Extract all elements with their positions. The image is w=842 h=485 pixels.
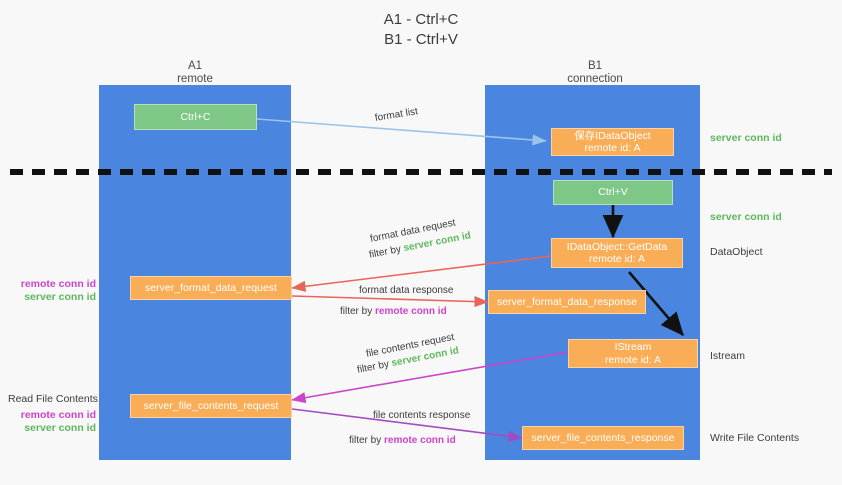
edge-label-format-data-response: format data response [359, 285, 454, 296]
annotation-conn-ids-format: remote conn id server conn id [0, 278, 96, 304]
filter-value-remote-conn-id: remote conn id [375, 306, 447, 317]
filter-prefix: filter by [368, 243, 405, 261]
box-server-file-contents-request[interactable]: server_file_contents_request [130, 394, 292, 418]
box-ctrl-v[interactable]: Ctrl+V [553, 180, 673, 205]
box-server-format-data-response[interactable]: server_format_data_response [488, 290, 646, 314]
box-server-file-contents-response[interactable]: server_file_contents_response [522, 426, 684, 450]
lane-header-a1: A1 remote [177, 60, 213, 85]
filter-prefix: filter by [340, 306, 376, 317]
box-ctrl-c[interactable]: Ctrl+C [134, 104, 257, 130]
annotation-remote-conn-id: remote conn id [20, 278, 96, 290]
edge-label-file-contents-response-filter: filter by remote conn id [349, 434, 456, 447]
filter-value-remote-conn-id: remote conn id [384, 435, 456, 446]
filter-prefix: filter by [356, 358, 393, 376]
page-title: A1 - Ctrl+C B1 - Ctrl+V [383, 11, 459, 48]
annotation-istream: Istream [710, 350, 746, 362]
lane-header-b1: B1 connection [567, 60, 623, 85]
box-save-idataobject[interactable]: 保存IDataObject remote id: A [551, 128, 674, 156]
edge-label-file-contents-response: file contents response [373, 410, 471, 421]
edge-label-format-data-response-filter: filter by remote conn id [340, 305, 447, 318]
annotation-read-file-contents: Read File Contents [8, 393, 98, 405]
annotation-server-conn-id-mid: server conn id [710, 211, 782, 223]
filter-prefix: filter by [349, 435, 385, 446]
edge-label-format-list: format list [374, 106, 419, 124]
box-istream[interactable]: IStream remote id: A [568, 339, 698, 368]
annotation-server-conn-id: server conn id [24, 291, 96, 303]
box-server-format-data-request[interactable]: server_format_data_request [130, 276, 292, 300]
annotation-server-conn-id: server conn id [24, 422, 96, 434]
annotation-dataobject: DataObject [710, 246, 763, 258]
annotation-server-conn-id-top: server conn id [710, 132, 782, 144]
annotation-remote-conn-id: remote conn id [20, 409, 96, 421]
box-idataobject-getdata[interactable]: IDataObject::GetData remote id: A [551, 238, 683, 268]
annotation-write-file-contents: Write File Contents [710, 432, 800, 444]
annotation-conn-ids-file: remote conn id server conn id [0, 409, 96, 435]
